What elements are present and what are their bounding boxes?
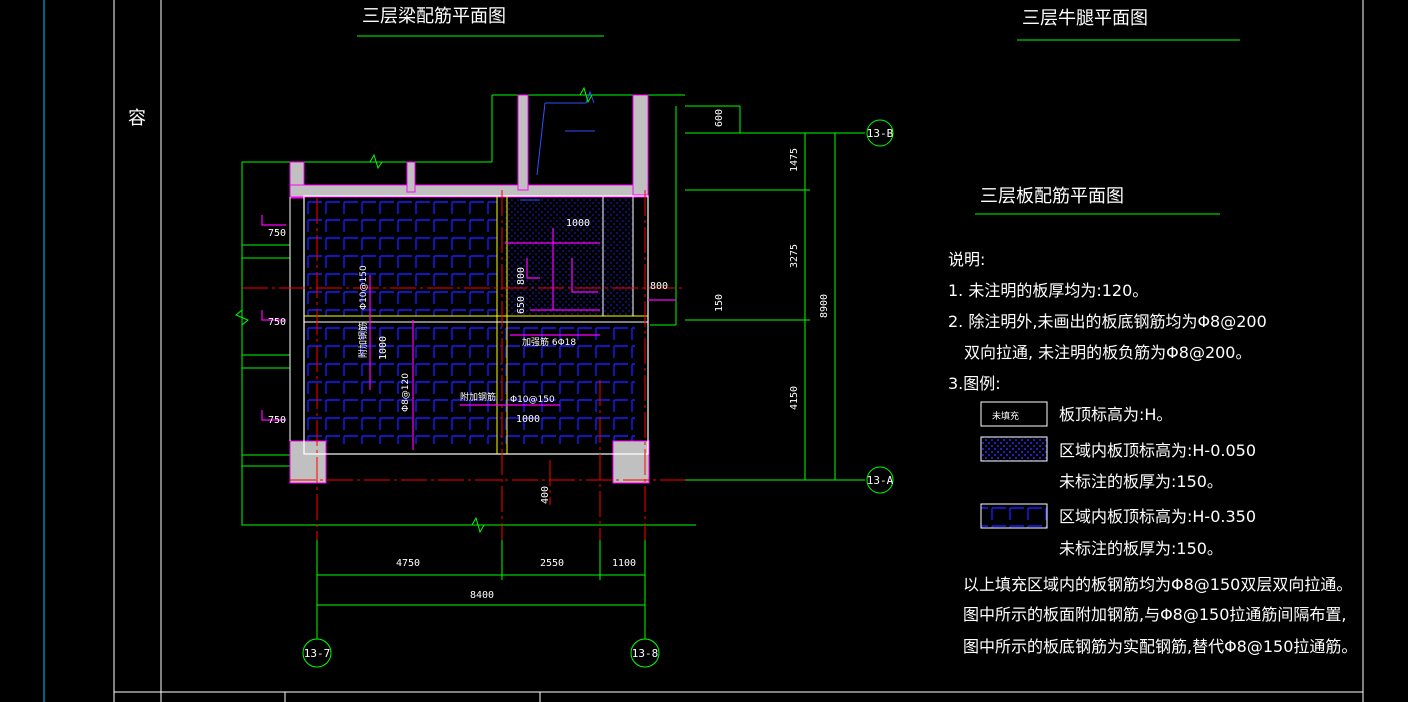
rebar-add-618: 加强筋 6Φ18	[522, 336, 576, 348]
legend-1: 板顶标高为:H。	[1059, 405, 1172, 424]
dim-inner-650: 650	[516, 296, 527, 314]
dim-inner-800-right: 800	[650, 281, 668, 292]
notes-heading: 说明:	[948, 250, 985, 269]
legend-box-blank	[980, 401, 1048, 427]
break-lines	[520, 90, 595, 201]
rebar-lines	[261, 215, 676, 450]
note-3: 3.图例:	[948, 374, 1001, 393]
side-label: 容	[128, 108, 146, 129]
legend-3a: 区域内板顶标高为:H-0.350	[1059, 507, 1256, 526]
dim-left-750-3: 750	[268, 415, 286, 426]
rebar-labels: Φ10@150 Φ8@120 附加钢筋 附加钢筋 加强筋 6Φ18 Φ10@15…	[357, 265, 576, 412]
legend-box-grid	[980, 503, 1048, 529]
slab-plan-title: 三层板配筋平面图	[980, 186, 1124, 207]
corbel-plan-title: 三层牛腿平面图	[1022, 8, 1148, 29]
dim-right-8900: 8900	[819, 294, 830, 318]
rebar-phi10-150-h: Φ10@150	[510, 395, 555, 405]
dim-right-1475: 1475	[789, 148, 800, 172]
title-slab-plan: 三层板配筋平面图	[975, 186, 1220, 215]
note-2b: 双向拉通, 未注明的板负筋为Φ8@200。	[964, 343, 1252, 362]
legend-2b: 未标注的板厚为:150。	[1059, 472, 1223, 491]
dim-inner-1000-top: 1000	[566, 218, 590, 229]
dim-left-750-2: 750	[268, 317, 286, 328]
dim-right-150: 150	[714, 294, 725, 312]
rebar-add-v: 附加钢筋	[357, 322, 369, 358]
slab-fill-regions	[305, 198, 635, 444]
dim-inner-1000-low: 1000	[516, 414, 540, 425]
notes-block: 说明: 1. 未注明的板厚均为:120。 2. 除注明外,未画出的板底钢筋均为Φ…	[948, 250, 1357, 656]
legend-3b: 未标注的板厚为:150。	[1059, 539, 1223, 558]
axis-bubbles	[302, 119, 894, 668]
drawing-frame	[43, 0, 1364, 702]
walls	[289, 94, 650, 484]
beams	[289, 195, 649, 455]
note-1: 1. 未注明的板厚均为:120。	[948, 281, 1148, 300]
dim-bottom-2550: 2550	[540, 558, 564, 569]
dim-left-750-1: 750	[268, 228, 286, 239]
rebar-phi8-120-v: Φ8@120	[401, 373, 411, 412]
dim-bottom-1100: 1100	[612, 558, 636, 569]
dim-right-4150: 4150	[789, 386, 800, 410]
legend-2a: 区域内板顶标高为:H-0.050	[1059, 441, 1256, 460]
foot-note-3: 图中所示的板底钢筋为实配钢筋,替代Φ8@150拉通筋。	[963, 637, 1357, 656]
legend-box-dotted	[980, 436, 1048, 462]
dimension-labels: 750 750 750 600 1475 3275 150 4150 8900 …	[268, 109, 830, 601]
axis-lines	[242, 190, 685, 540]
dim-right-600: 600	[714, 109, 725, 127]
axis-label-bottom-left: 13-7	[304, 647, 331, 660]
title-corbel-plan: 三层牛腿平面图	[1017, 8, 1240, 41]
axis-label-top-right: 13-B	[867, 127, 894, 140]
rebar-phi10-150-v: Φ10@150	[359, 265, 369, 310]
dim-below-400: 400	[540, 486, 551, 504]
dim-bottom-8400: 8400	[470, 590, 494, 601]
dim-right-3275: 3275	[789, 244, 800, 268]
legend-box-label: 未填充	[992, 410, 1019, 422]
dim-inner-1000-mid: 1000	[378, 336, 389, 360]
note-2a: 2. 除注明外,未画出的板底钢筋均为Φ8@200	[948, 312, 1267, 331]
axis-label-bottom-mid: 13-8	[632, 647, 659, 660]
foot-note-2: 图中所示的板面附加钢筋,与Φ8@150拉通筋间隔布置,	[963, 605, 1347, 624]
dim-inner-800-v: 800	[516, 267, 527, 285]
rebar-add-h: 附加钢筋	[460, 391, 496, 403]
foot-note-1: 以上填充区域内的板钢筋均为Φ8@150双层双向拉通。	[963, 575, 1352, 594]
title-beam-plan: 三层梁配筋平面图	[357, 6, 604, 37]
axis-label-bottom-right: 13-A	[867, 474, 894, 487]
zigzag-marks	[235, 86, 593, 534]
plan-outline	[241, 94, 865, 620]
beam-plan-title: 三层梁配筋平面图	[362, 6, 506, 27]
dim-bottom-4750: 4750	[396, 558, 420, 569]
